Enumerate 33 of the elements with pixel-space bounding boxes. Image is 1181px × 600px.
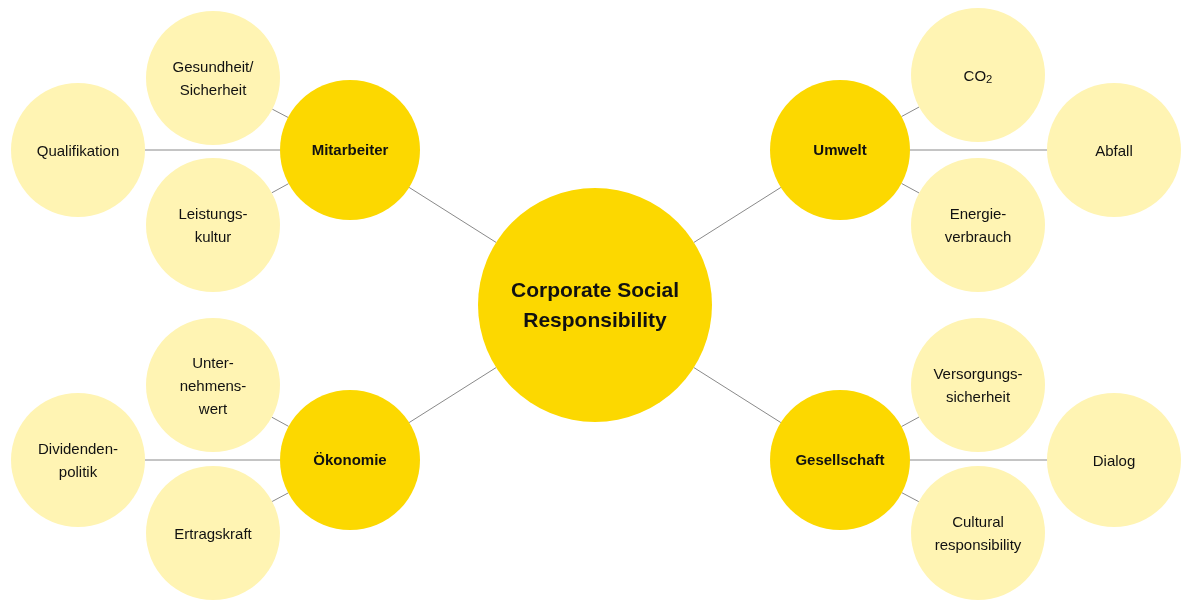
connector-line [271, 416, 290, 427]
circle-label: CO$_{2}$ [963, 65, 993, 87]
connector-line [909, 149, 1048, 151]
circle-label: Gesellschaft [795, 449, 885, 470]
circle-label: Energie- verbrauch [943, 204, 1013, 247]
connector-line [271, 183, 290, 194]
connector-line [271, 492, 289, 502]
connector-line [271, 108, 289, 118]
connector-line [408, 367, 497, 424]
circle-label: Ertragskraft [174, 523, 252, 544]
connector-line [909, 459, 1048, 461]
circle-label: Cultural responsibility [933, 512, 1023, 555]
connector-line [901, 106, 920, 118]
connector-line [144, 459, 281, 461]
circle-label: Dividenden- politik [36, 439, 119, 482]
circle-label: Versorgungs- sicherheit [932, 364, 1024, 407]
circle-label: Corporate Social Responsibility [509, 277, 680, 333]
circle-label: Ökonomie [313, 449, 387, 470]
circle-label: Mitarbeiter [311, 139, 389, 160]
connector-line [901, 416, 920, 428]
connector-line [901, 492, 920, 503]
circle-label: Umwelt [813, 139, 867, 160]
circle-label: Dialog [1092, 450, 1136, 471]
circle-label: Gesundheit/ Sicherheit [171, 57, 255, 100]
circle-label: Leistungs- kultur [177, 204, 249, 247]
circle-label: Abfall [1095, 140, 1133, 161]
connector-line [408, 186, 497, 243]
connector-line [693, 186, 782, 243]
connector-line [693, 367, 782, 424]
connector-line [144, 149, 281, 151]
connector-line [901, 182, 920, 194]
circle-label: Qualifikation [36, 140, 120, 161]
circle-label: Unter- nehmens- wert [178, 352, 248, 419]
